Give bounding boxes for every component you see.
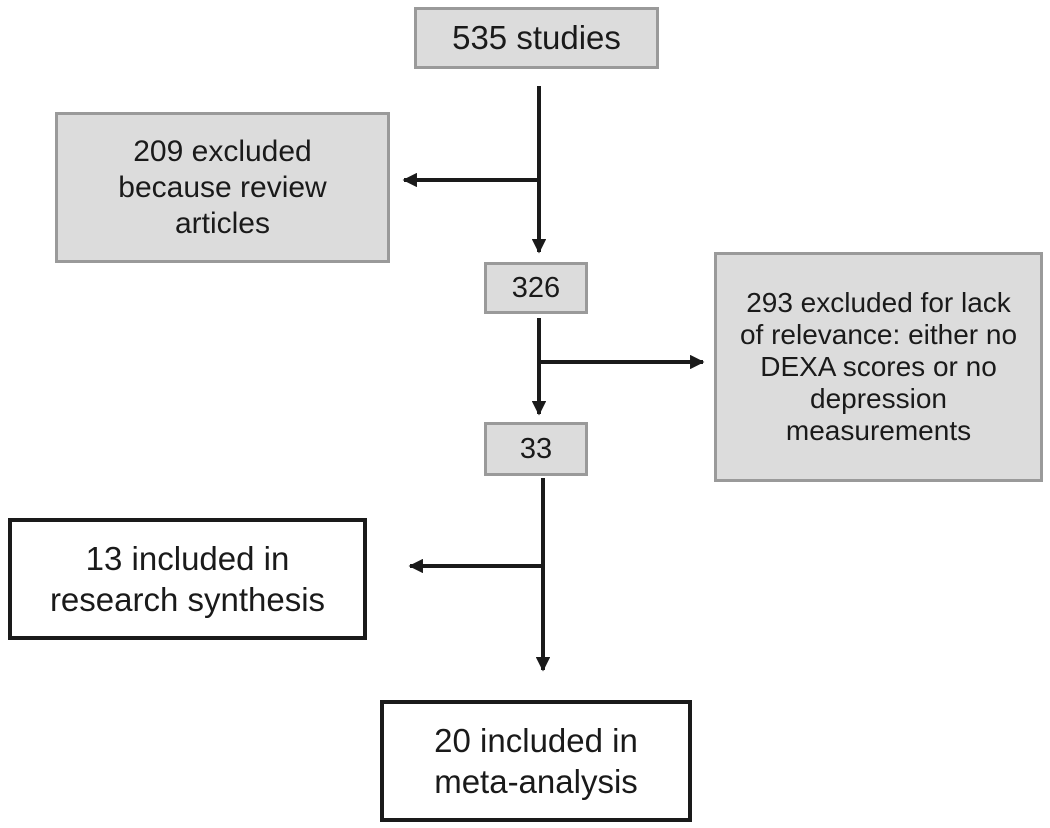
remaining-326-label: 326 xyxy=(511,271,561,304)
box-remaining-326: 326 xyxy=(484,262,588,314)
box-excluded-relevance: 293 excluded for lack of relevance: eith… xyxy=(714,252,1043,482)
excluded-review-line: articles xyxy=(174,206,270,240)
included-meta-line: 20 included in xyxy=(434,722,638,759)
box-remaining-33: 33 xyxy=(484,422,588,476)
excluded-relevance-line: measurements xyxy=(785,415,972,446)
excluded-relevance-line: depression xyxy=(810,383,947,414)
remaining-33-label: 33 xyxy=(519,432,553,465)
included-synthesis-line: research synthesis xyxy=(49,581,326,618)
excluded-relevance-line: of relevance: either no xyxy=(739,319,1018,350)
included-meta-line: meta-analysis xyxy=(434,763,638,800)
box-included-synthesis: 13 included in research synthesis xyxy=(8,518,367,640)
excluded-relevance-line: 293 excluded for lack xyxy=(746,287,1011,318)
excluded-relevance-line: DEXA scores or no xyxy=(760,351,997,382)
box-start-studies: 535 studies xyxy=(414,7,659,69)
excluded-review-line: 209 excluded xyxy=(133,134,312,168)
included-synthesis-line: 13 included in xyxy=(85,540,290,577)
start-label: 535 studies xyxy=(452,19,621,56)
excluded-review-line: because review xyxy=(118,170,327,204)
box-excluded-review: 209 excluded because review articles xyxy=(55,112,390,263)
box-included-meta-analysis: 20 included in meta-analysis xyxy=(380,700,692,822)
